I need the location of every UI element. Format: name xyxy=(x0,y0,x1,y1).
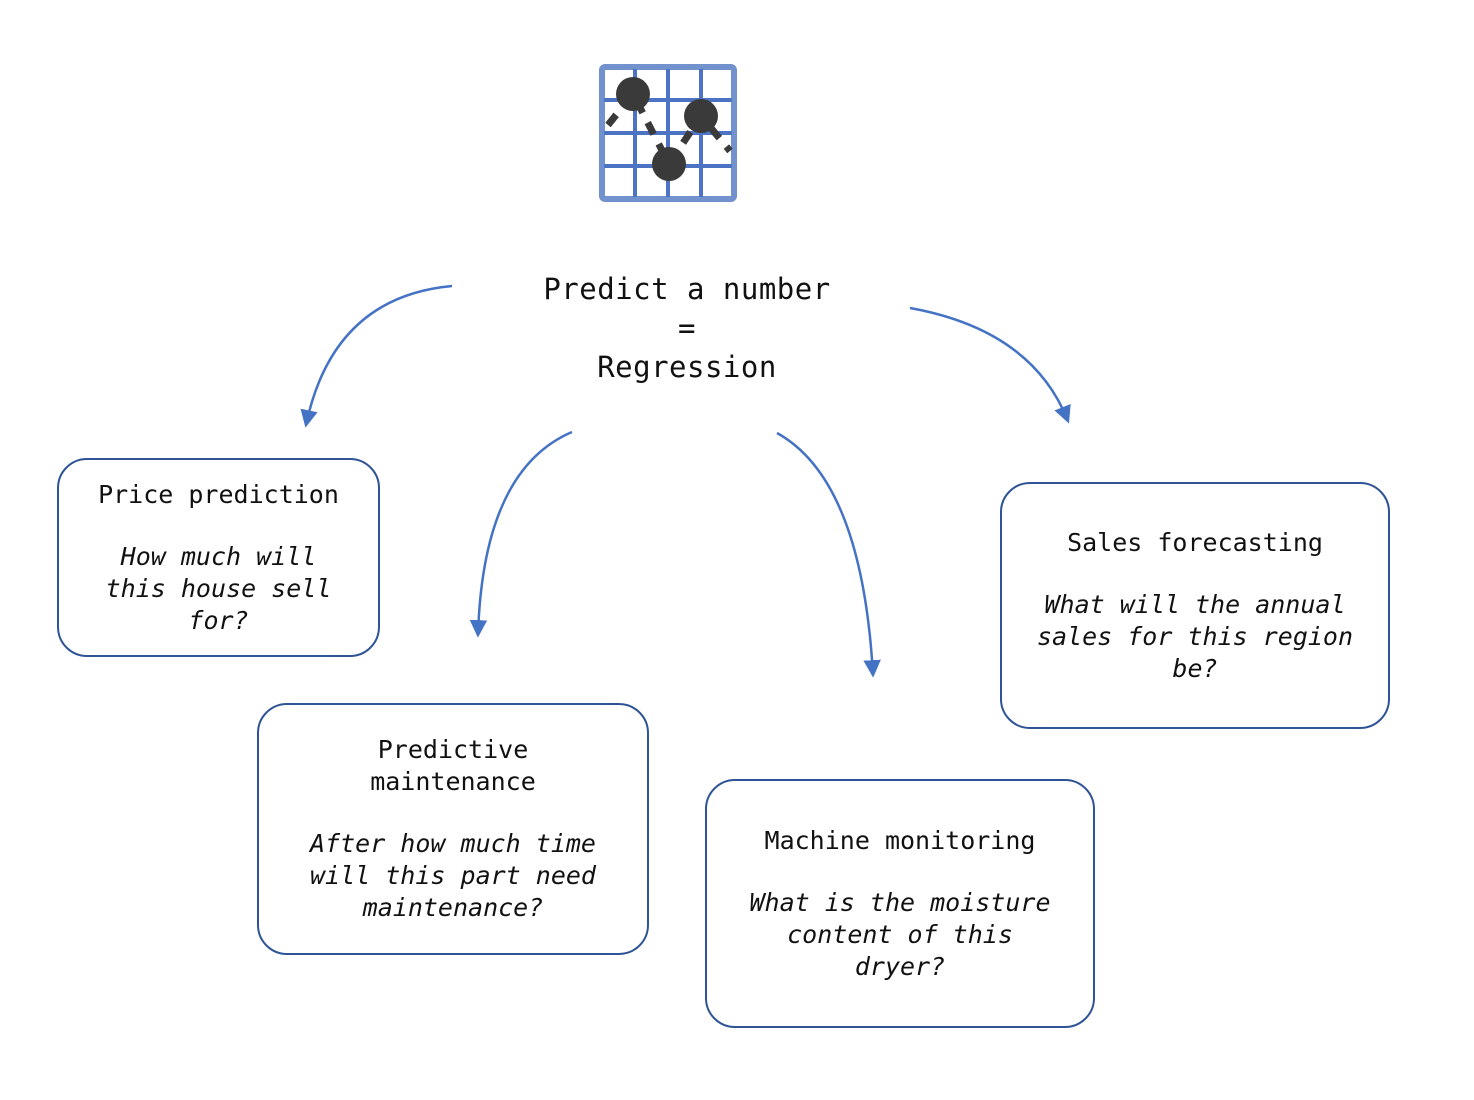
box-question: What will the annual sales for this regi… xyxy=(1036,589,1354,683)
arrow-to-machine-monitoring xyxy=(776,431,881,678)
arrow-to-price-prediction xyxy=(300,284,453,428)
box-price-prediction: Price prediction How much will this hous… xyxy=(57,458,380,657)
box-question: How much will this house sell for? xyxy=(105,541,332,635)
scatter-chart-icon xyxy=(599,64,737,202)
data-point-dot xyxy=(616,77,650,111)
box-title: Price prediction xyxy=(98,479,339,509)
box-question: What is the moisture content of this dry… xyxy=(749,887,1051,981)
box-title: Machine monitoring xyxy=(764,825,1036,855)
arrow-to-sales-forecasting xyxy=(909,306,1071,424)
box-title: Predictive maintenance xyxy=(370,735,536,796)
box-sales-forecasting: Sales forecasting What will the annual s… xyxy=(1000,482,1390,729)
main-title: Predict a number = Regression xyxy=(543,272,831,384)
data-point-dot xyxy=(684,99,718,133)
data-point-dot xyxy=(652,147,686,181)
box-question: After how much time will this part need … xyxy=(310,829,596,922)
box-machine-monitoring: Machine monitoring What is the moisture … xyxy=(705,779,1095,1028)
box-title: Sales forecasting xyxy=(1067,527,1323,557)
box-predictive-maintenance: Predictive maintenance After how much ti… xyxy=(257,703,649,955)
arrow-to-predictive-maintenance xyxy=(469,430,573,638)
